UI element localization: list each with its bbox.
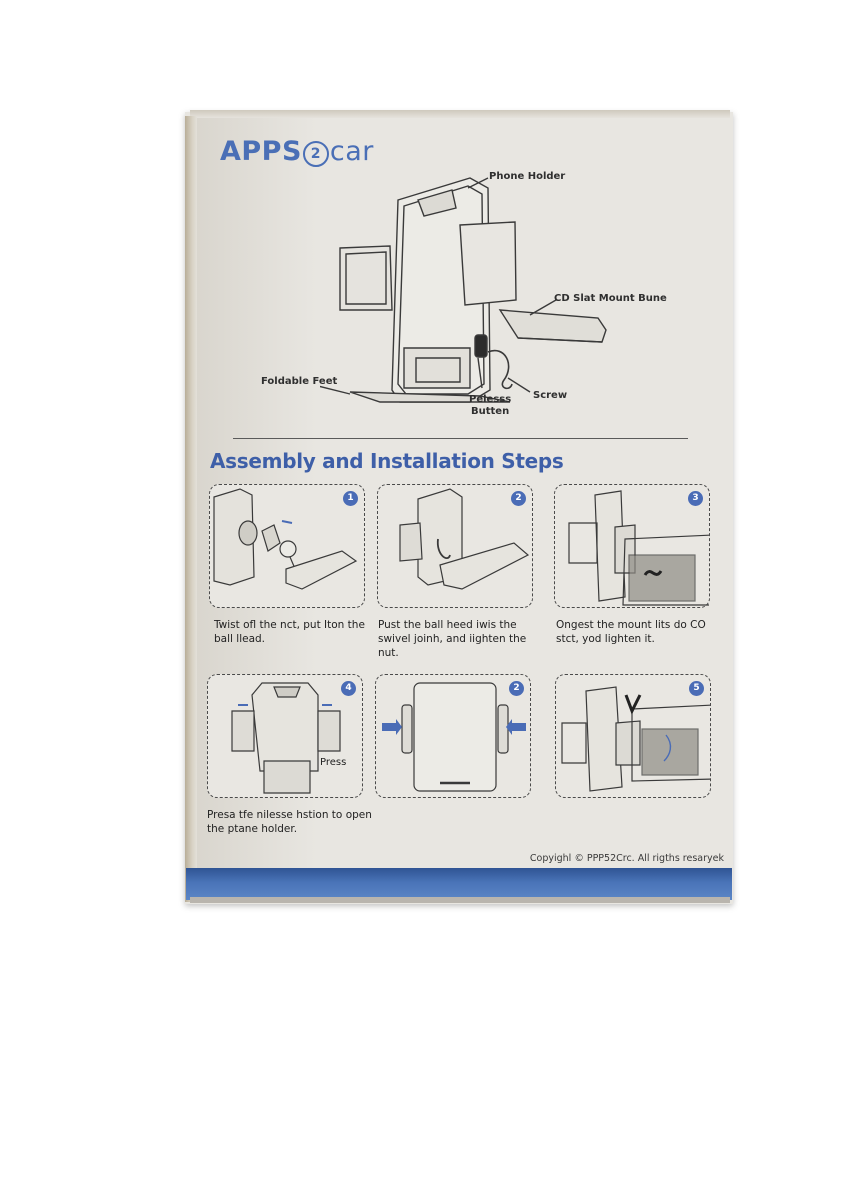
step-3-caption: Ongest the mount lits do CO stct, yod li… [556, 619, 706, 645]
step-4-illustration: 4 Press [207, 674, 363, 798]
label-release-button-2: Butten [471, 406, 510, 417]
box-top-edge [190, 110, 730, 118]
press-label: Press [320, 757, 347, 768]
step-6-illustration: 5 [555, 674, 711, 798]
phone-holder-diagram [320, 177, 607, 403]
blue-band [186, 868, 732, 900]
step-2-caption: Pust the ball heed iwis the swivel joinh… [378, 619, 527, 659]
copyright-text: Copyighl © PPP52Crc. All rigths resaryek [529, 853, 724, 864]
label-screw: Screw [533, 390, 568, 401]
step-badge: 1 [343, 491, 358, 506]
box-left-edge [185, 116, 197, 902]
step-badge: 2 [509, 681, 524, 696]
step-badge: 5 [689, 681, 704, 696]
step-3-illustration: 3 [554, 484, 710, 608]
step-badge: 3 [688, 491, 703, 506]
box-bottom-edge [190, 897, 730, 903]
step-1-caption: Twist ofl the nct, put Iton the ball lle… [214, 619, 365, 645]
label-release-button-1: Pelesss [469, 394, 512, 405]
label-cd-slot-mount: CD Slat Mount Bune [554, 293, 667, 304]
step-badge: 2 [511, 491, 526, 506]
step-1-illustration: 1 [209, 484, 365, 608]
step-badge: 4 [341, 681, 356, 696]
logo-text-apps: APPS [220, 136, 302, 167]
label-foldable-feet: Foldable Feet [261, 376, 338, 387]
label-phone-holder: Phone Holder [489, 171, 566, 182]
section-divider [233, 438, 688, 439]
logo-text-car: car [329, 136, 374, 167]
step-4-caption: Presa tfe nilesse hstion to open the pta… [207, 809, 372, 835]
section-title: Assembly and Installation Steps [210, 449, 564, 473]
step-2-illustration: 2 [377, 484, 533, 608]
step-5-illustration: 2 [375, 674, 531, 798]
logo-circle-2: 2 [302, 141, 329, 167]
